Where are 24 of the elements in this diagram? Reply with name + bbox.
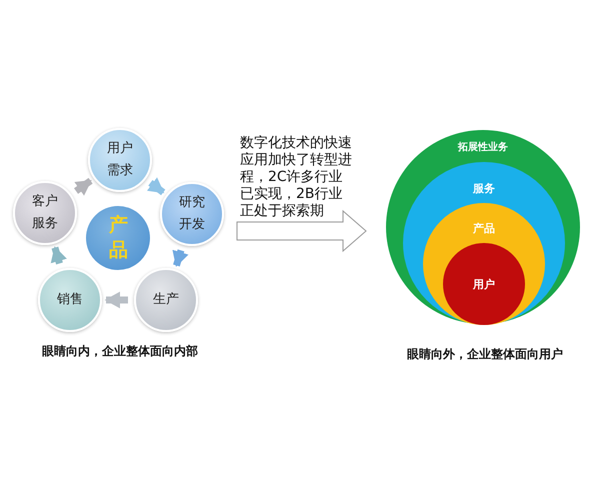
node-label: 销售 (56, 291, 84, 309)
node-label: 产品 (472, 221, 496, 237)
arrow (172, 249, 188, 267)
arrow (146, 177, 166, 196)
arrow (104, 292, 128, 308)
caption: 眼睛向外，企业整体面向用户 (406, 346, 564, 362)
core-circle (443, 243, 525, 325)
node-label: 用户 (472, 277, 496, 293)
node-label: 客户服务 (31, 193, 59, 233)
process-circle (134, 268, 198, 332)
caption: 眼睛向内，企业整体面向内部 (41, 343, 199, 359)
arrow (50, 246, 67, 264)
node-label: 服务 (472, 181, 496, 197)
node-label: 产品 (109, 213, 127, 263)
node-label: 生产 (152, 291, 180, 309)
process-circle (38, 268, 102, 332)
node-label: 用户需求 (106, 140, 134, 180)
process-circle (13, 181, 77, 245)
node-label: 拓展性业务 (456, 140, 509, 155)
note-text: 数字化技术的快速应用加快了转型进程，2C许多行业已实现，2B行业正处于探索期 (240, 135, 352, 220)
arrow (74, 178, 93, 196)
process-circle (160, 182, 224, 246)
process-circle (88, 128, 152, 192)
node-label: 研究开发 (178, 194, 206, 234)
